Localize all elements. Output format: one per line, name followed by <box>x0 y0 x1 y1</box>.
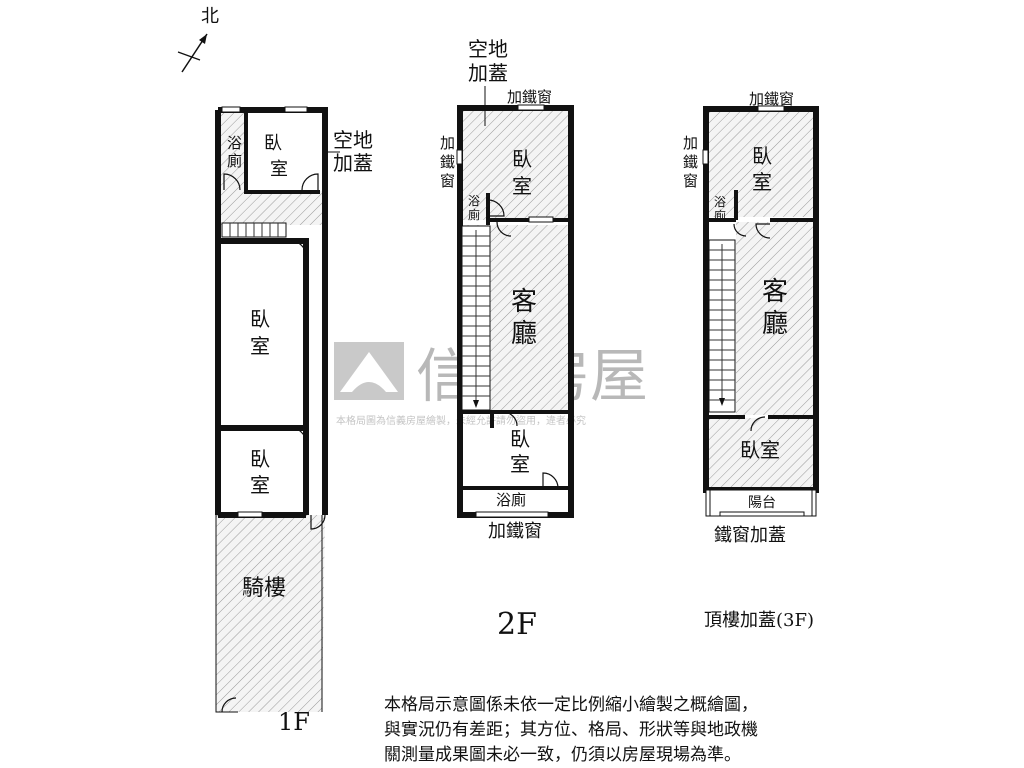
2f-added-area <box>463 110 568 220</box>
1f-window-3 <box>237 511 263 518</box>
3f-low-door <box>750 416 766 432</box>
3f-living-1: 客 <box>762 277 788 307</box>
3f-bath-door <box>733 223 747 237</box>
north-arrow-icon: 北 <box>177 6 219 73</box>
1f-stairs <box>221 222 287 238</box>
1f-bath-label-2: 廁 <box>227 152 242 170</box>
1f-arcade-door <box>221 697 237 713</box>
1f-annotation-1: 空地 <box>333 128 373 152</box>
1f-bedroom-low-2: 室 <box>250 473 270 497</box>
2f-low-bath-door <box>542 472 559 489</box>
disclaimer-line-3: 關測量成果圖未必一致，仍須以房屋現場為準。 <box>384 745 741 765</box>
2f-bath-door <box>487 199 505 217</box>
3f-low-bedroom-area <box>709 418 813 488</box>
3f-window-left-3: 窗 <box>683 172 698 190</box>
3f-bath-2: 廁 <box>714 208 726 223</box>
1f-bedroom-mid-1: 臥 <box>250 307 270 331</box>
3f-stairs <box>708 239 736 413</box>
2f-low-bedroom-door <box>502 411 518 427</box>
1f-bedroom-door <box>301 173 319 191</box>
3f-bedroom-top-1: 臥 <box>752 144 772 168</box>
3f-living-door <box>755 223 771 239</box>
2f-window-bottom-label: 加鐵窗 <box>488 521 542 542</box>
2f-annotation-2: 加蓋 <box>468 61 508 85</box>
north-label: 北 <box>201 6 219 27</box>
3f-bath-1: 浴 <box>714 195 726 209</box>
3f-window-left <box>702 149 709 165</box>
disclaimer-line-1: 本格局示意圖係未依一定比例縮小繪製之概繪圖， <box>384 695 758 715</box>
1f-arcade-area <box>216 515 325 712</box>
1f-low-door <box>290 427 307 443</box>
1f-bedroom-mid-2: 室 <box>250 334 270 358</box>
1f-window-2 <box>284 106 308 113</box>
2f-window-left-1: 加 <box>440 134 455 152</box>
1f-window-1 <box>221 106 241 113</box>
3f-bedroom-top-2: 室 <box>752 170 772 194</box>
2f-window-left-2: 鐵 <box>440 153 455 171</box>
floor-1f: 浴 廁 臥 室 空地 加蓋 臥 室 臥 室 騎樓 1F <box>215 106 373 736</box>
2f-bedroom-low-2: 室 <box>510 452 530 476</box>
3f-balcony-window <box>719 511 805 517</box>
2f-bedroom-top-1: 臥 <box>512 147 532 171</box>
brand-logo-icon <box>334 342 404 400</box>
1f-arcade-label: 騎樓 <box>242 576 286 601</box>
2f-window-mid <box>528 216 554 223</box>
2f-bath-small-2: 廁 <box>468 207 480 222</box>
1f-bath-label-1: 浴 <box>227 134 242 152</box>
3f-window-top-label: 加鐵窗 <box>749 90 794 108</box>
2f-bedroom-low-1: 臥 <box>510 427 530 451</box>
3f-window-top <box>757 105 785 112</box>
floor-3f: 陽台 加鐵窗 加 鐵 窗 臥 室 浴 廁 客 廳 臥室 鐵窗加蓋 頂樓加蓋(3F… <box>683 90 819 631</box>
disclaimer-line-2: 與實況仍有差距；其方位、格局、形狀等與地政機 <box>384 720 758 740</box>
3f-living-2: 廳 <box>762 309 788 339</box>
3f-top-bedroom-area <box>709 112 813 217</box>
2f-window-left-3: 窗 <box>440 172 455 190</box>
3f-window-left-2: 鐵 <box>683 153 698 171</box>
watermark: 信義房屋 本格局圖為信義房屋繪製，未經允許請勿盜用，違者必究 <box>334 342 648 427</box>
disclaimer: 本格局示意圖係未依一定比例縮小繪製之概繪圖， 與實況仍有差距；其方位、格局、形狀… <box>384 695 758 765</box>
1f-bedroom-top-2: 室 <box>270 159 288 180</box>
1f-top-bedroom <box>246 113 322 191</box>
2f-window-left <box>456 149 463 165</box>
1f-bedroom-top-1: 臥 <box>264 133 282 154</box>
2f-window-top <box>517 104 545 111</box>
3f-bottom-annotation: 鐵窗加蓋 <box>714 525 786 546</box>
3f-bedroom-low: 臥室 <box>740 438 780 462</box>
3f-living-area <box>736 222 813 415</box>
1f-bath-door <box>223 173 241 191</box>
3f-level-label: 頂樓加蓋(3F) <box>704 610 814 631</box>
2f-living-1: 客 <box>511 287 537 317</box>
2f-window-bottom <box>475 511 549 518</box>
2f-level-label: 2F <box>497 607 537 642</box>
1f-corridor-door <box>310 514 326 530</box>
2f-bath-small-1: 浴 <box>468 194 480 208</box>
2f-bedroom-door <box>496 221 512 237</box>
1f-bedroom-low-1: 臥 <box>250 447 270 471</box>
2f-stairs <box>461 225 491 411</box>
1f-level-label: 1F <box>278 708 310 736</box>
floor-2f: 空地 加蓋 加鐵窗 加 鐵 窗 臥 室 浴 廁 客 廳 臥 室 浴廁 加鐵窗 2… <box>440 37 574 642</box>
2f-bath-low: 浴廁 <box>496 491 526 509</box>
2f-annotation-1: 空地 <box>468 37 508 61</box>
1f-mid-door <box>290 240 307 257</box>
2f-bedroom-top-2: 室 <box>512 174 532 198</box>
3f-window-left-1: 加 <box>683 134 698 152</box>
2f-living-2: 廳 <box>511 319 537 349</box>
1f-annotation-2: 加蓋 <box>333 151 373 175</box>
3f-balcony: 陽台 <box>705 489 817 517</box>
3f-balcony-label: 陽台 <box>748 495 776 511</box>
2f-window-top-label: 加鐵窗 <box>507 88 552 106</box>
